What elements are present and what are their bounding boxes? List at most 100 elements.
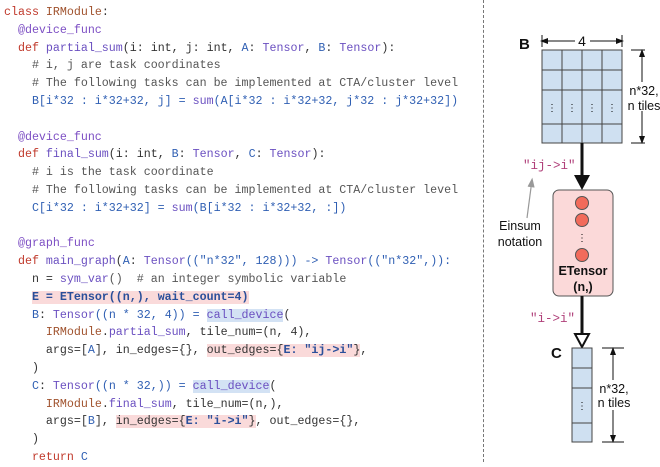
- code-token: args=[: [4, 415, 88, 429]
- code-token: E = ETensor((n,), wait_count=4): [31, 290, 249, 304]
- edge-arrowhead: [574, 175, 590, 190]
- code-token: (: [115, 255, 123, 269]
- code-token: sym_var: [59, 272, 109, 286]
- edge-in-einsum: "ij->i": [523, 159, 576, 173]
- code-token: partial_sum: [108, 326, 186, 340]
- ellipsis: ⋮: [567, 103, 577, 114]
- note-arrow: [526, 177, 535, 219]
- code-token: out_edges={: [206, 344, 284, 358]
- ellipsis: ⋮: [607, 103, 617, 114]
- code-line: def partial_sum(i: int, j: int, A: Tenso…: [4, 40, 458, 58]
- code-token: B: [4, 308, 39, 322]
- code-token: (: [269, 379, 277, 393]
- code-token: Tensor: [325, 255, 368, 269]
- code-token: # i, j are task coordinates: [4, 59, 221, 73]
- code-token: # i is the task coordinate: [4, 166, 214, 180]
- code-token: @graph_func: [4, 237, 95, 251]
- tile: [581, 123, 603, 144]
- edge-hollow-arrowhead: [573, 333, 591, 350]
- code-token: , tile_num=(n,),: [171, 397, 284, 411]
- code-line: ): [4, 431, 458, 449]
- tile: [571, 367, 593, 389]
- code-token: .: [101, 326, 109, 340]
- code-token: partial_sum: [45, 41, 123, 55]
- tile: [571, 347, 593, 369]
- code-token: Tensor: [339, 41, 382, 55]
- code-token: A: [87, 344, 95, 358]
- code-token: n =: [4, 272, 60, 286]
- code-line: @device_func: [4, 22, 458, 40]
- code-token: Tensor: [262, 41, 305, 55]
- code-line: ): [4, 360, 458, 378]
- code-line: def final_sum(i: int, B: Tensor, C: Tens…: [4, 146, 458, 164]
- ellipsis: ⋮: [577, 401, 587, 412]
- code-token: :: [248, 41, 263, 55]
- code-token: @device_func: [4, 130, 102, 144]
- code-listing: class IRModule: @device_func def partial…: [4, 4, 458, 467]
- ellipsis: ⋮: [577, 233, 587, 244]
- code-token: ((n * 32,)) =: [94, 379, 193, 393]
- code-token: (: [283, 308, 291, 322]
- code-token: # The following tasks can be implemented…: [4, 77, 459, 91]
- code-token: :: [38, 308, 53, 322]
- code-token: @device_func: [4, 23, 102, 37]
- code-token: B: [171, 148, 179, 162]
- code-line: IRModule.partial_sum, tile_num=(n, 4),: [4, 324, 458, 342]
- code-token: , out_edges={},: [255, 415, 361, 429]
- code-token: E: "i->i": [185, 415, 249, 429]
- code-token: return: [4, 450, 81, 464]
- code-line: args=[A], in_edges={}, out_edges={E: "ij…: [4, 342, 458, 360]
- code-token: B: [87, 415, 95, 429]
- code-token: B: [318, 41, 326, 55]
- code-token: :: [129, 255, 144, 269]
- code-token: main_graph: [45, 255, 116, 269]
- code-token: class: [4, 6, 46, 19]
- code-token: C: [248, 148, 256, 162]
- code-token: ,: [360, 344, 368, 358]
- event-circle: [575, 196, 589, 210]
- etensor-label: ETensor: [558, 264, 607, 278]
- code-token: }: [353, 344, 361, 358]
- code-token: A: [122, 255, 130, 269]
- event-circle: [575, 213, 589, 227]
- code-token: # The following tasks can be implemented…: [4, 183, 459, 197]
- code-token: B[i*32 : i*32+32, j] =: [4, 94, 193, 108]
- code-line: B[i*32 : i*32+32, j] = sum(A[i*32 : i*32…: [4, 93, 458, 111]
- code-line: n = sym_var() # an integer symbolic vari…: [4, 271, 458, 289]
- tile: [561, 69, 583, 91]
- code-line: @device_func: [4, 129, 458, 147]
- edge-out-einsum: "i->i": [530, 312, 575, 326]
- tensor-b-grid: ⋮⋮⋮⋮: [541, 49, 623, 144]
- tensor-b-height: n*32,: [629, 84, 658, 98]
- code-line: # The following tasks can be implemented…: [4, 75, 458, 93]
- tensor-b-tiles: n tiles: [628, 99, 660, 113]
- code-token: :: [178, 148, 193, 162]
- tile: [581, 69, 603, 91]
- code-token: Tensor: [269, 148, 312, 162]
- code-token: .: [101, 397, 109, 411]
- code-token: ], in_edges={},: [94, 344, 207, 358]
- code-token: E: "ij->i": [283, 344, 354, 358]
- tile: [561, 123, 583, 144]
- tensor-b-label: B: [519, 36, 530, 53]
- tile: [601, 69, 623, 91]
- tensor-c-height: n*32,: [599, 382, 628, 396]
- code-token: ],: [94, 415, 116, 429]
- code-token: args=[: [4, 344, 88, 358]
- code-token: :: [325, 41, 340, 55]
- tile: [561, 49, 583, 71]
- code-token: in_edges={: [115, 415, 186, 429]
- tile: [601, 123, 623, 144]
- tile: [541, 69, 563, 91]
- code-token: Tensor: [52, 308, 95, 322]
- code-token: ,: [234, 148, 249, 162]
- tensor-c-label: C: [551, 345, 562, 362]
- code-token: ):: [311, 148, 326, 162]
- code-line: IRModule.final_sum, tile_num=(n,),: [4, 396, 458, 414]
- code-token: def: [4, 148, 46, 162]
- code-token: (i: int,: [108, 148, 172, 162]
- code-token: (i: int, j: int,: [122, 41, 242, 55]
- code-token: C: [4, 379, 39, 393]
- code-token: A: [241, 41, 249, 55]
